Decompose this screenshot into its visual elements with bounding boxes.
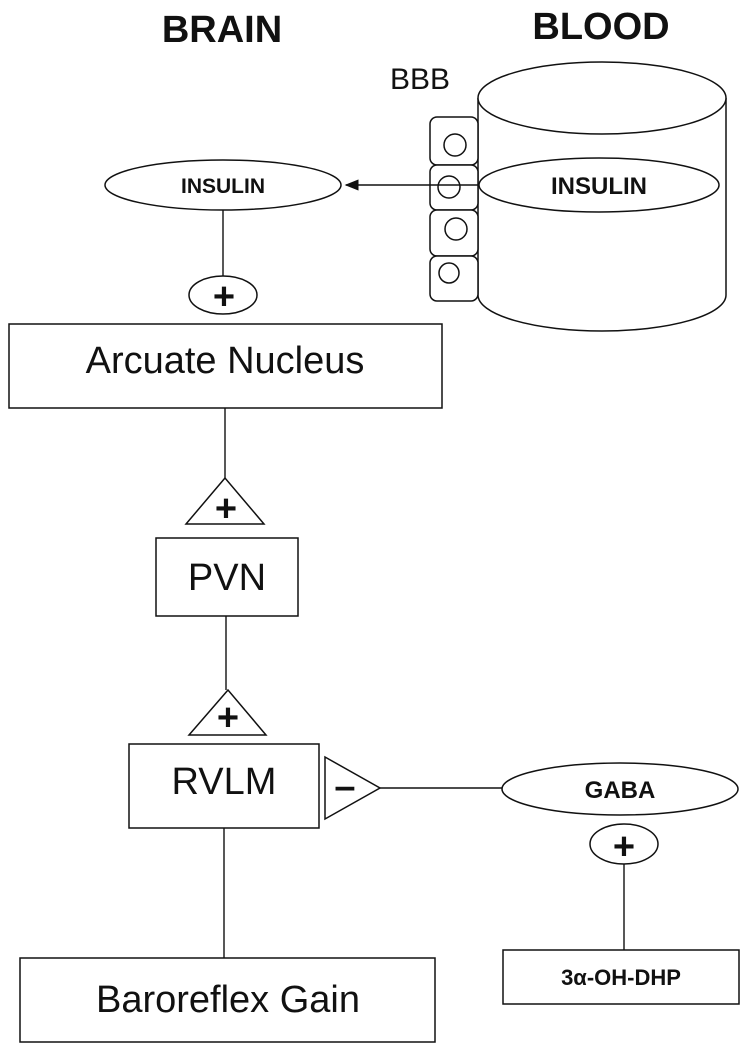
rvlm-label: RVLM (172, 761, 277, 803)
bbb-cell-stack (429, 116, 479, 302)
plus-sign: + (215, 488, 237, 530)
blood-vessel-cylinder (477, 61, 727, 332)
stimulation-plus-badge (188, 275, 258, 315)
plus-sign: + (213, 276, 235, 318)
insulin-brain-label: INSULIN (181, 175, 265, 198)
brain-header: BRAIN (162, 9, 282, 51)
minus-sign: – (334, 766, 355, 808)
plus-sign: + (613, 826, 635, 868)
baroreflex-gain-label: Baroreflex Gain (96, 979, 360, 1021)
stimulation-triangle (184, 476, 266, 525)
dhp-box (502, 949, 740, 1005)
plus-sign: + (217, 697, 239, 739)
dhp-label: 3α-OH-DHP (561, 965, 681, 990)
baroreflex-gain-box (19, 957, 436, 1043)
inhibition-triangle (324, 755, 382, 821)
pvn-label: PVN (188, 557, 266, 599)
blood-header: BLOOD (532, 6, 669, 48)
gaba-node (501, 762, 739, 816)
arcuate-nucleus-box (8, 323, 443, 409)
stimulation-triangle (187, 688, 268, 736)
bbb-label: BBB (390, 63, 450, 96)
rvlm-box (128, 743, 320, 829)
insulin-blood-label: INSULIN (551, 173, 647, 200)
gaba-label: GABA (585, 777, 656, 804)
arcuate-nucleus-label: Arcuate Nucleus (86, 340, 365, 382)
pvn-box (155, 537, 299, 617)
